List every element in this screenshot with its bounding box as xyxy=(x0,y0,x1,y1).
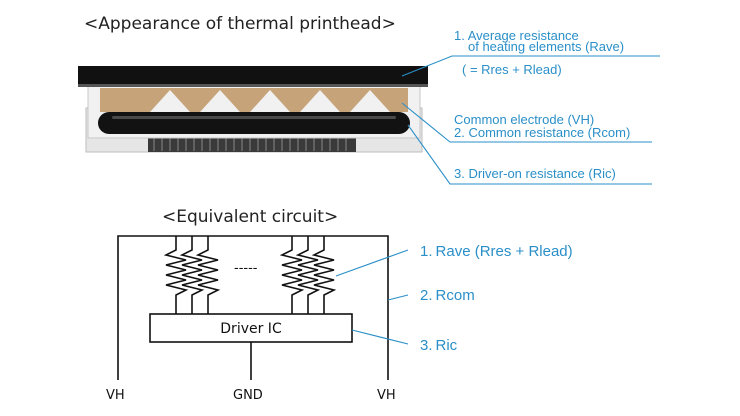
resistor xyxy=(295,236,321,314)
photo-label-3: 3. Driver-on resistance (Ric) xyxy=(454,166,616,181)
circuit-label-1: 1.Rave (Rres + Rlead) xyxy=(420,243,573,260)
photo-leader-lines xyxy=(401,55,660,185)
heating-resistors xyxy=(163,236,337,314)
vh-common-bus xyxy=(117,235,389,380)
leader-1 xyxy=(401,55,660,77)
printhead-connector xyxy=(148,136,356,152)
printhead-photo xyxy=(78,66,428,153)
vh-left-label: VH xyxy=(106,388,125,403)
circuit-leader-1 xyxy=(335,249,409,277)
circuit-leader-2 xyxy=(387,294,409,301)
resistor xyxy=(311,236,337,314)
circuit-leader-3 xyxy=(351,329,409,345)
resistor xyxy=(279,236,305,314)
circuit-label-2: 2.Rcom xyxy=(420,287,475,304)
resistor-ellipsis: ----- xyxy=(234,261,258,276)
circuit-title: <Equivalent circuit> xyxy=(162,207,338,227)
circuit-label-3: 3.Ric xyxy=(420,337,458,354)
connector-pins xyxy=(153,138,347,151)
driver-ic-label: Driver IC xyxy=(220,321,282,337)
photo-label-common-electrode: Common electrode (VH) xyxy=(454,112,594,127)
photo-label-1-line2: of heating elements (Rave) xyxy=(468,39,624,54)
driver-ic-cover xyxy=(98,112,410,134)
photo-label-1-line1: 1. Average resistance xyxy=(454,28,579,43)
vh-right-label: VH xyxy=(377,388,396,403)
leader-3 xyxy=(407,124,652,185)
circuit-leader-lines xyxy=(335,249,409,345)
equivalent-circuit: ----- Driver IC xyxy=(117,235,389,380)
heating-element-bar xyxy=(78,66,428,86)
leader-2 xyxy=(401,102,652,143)
gnd-label: GND xyxy=(233,388,263,403)
appearance-title: <Appearance of thermal printhead> xyxy=(84,14,396,34)
pattern-triangles xyxy=(150,90,390,112)
resistor xyxy=(195,236,221,314)
driver-ic-highlight xyxy=(112,116,396,119)
photo-label-1-line3: ( = Rres + Rlead) xyxy=(462,62,562,77)
resistor xyxy=(179,236,205,314)
heating-element-edge xyxy=(78,84,428,87)
photo-label-2: 2. Common resistance (Rcom) xyxy=(454,125,630,140)
resistor xyxy=(163,236,189,314)
